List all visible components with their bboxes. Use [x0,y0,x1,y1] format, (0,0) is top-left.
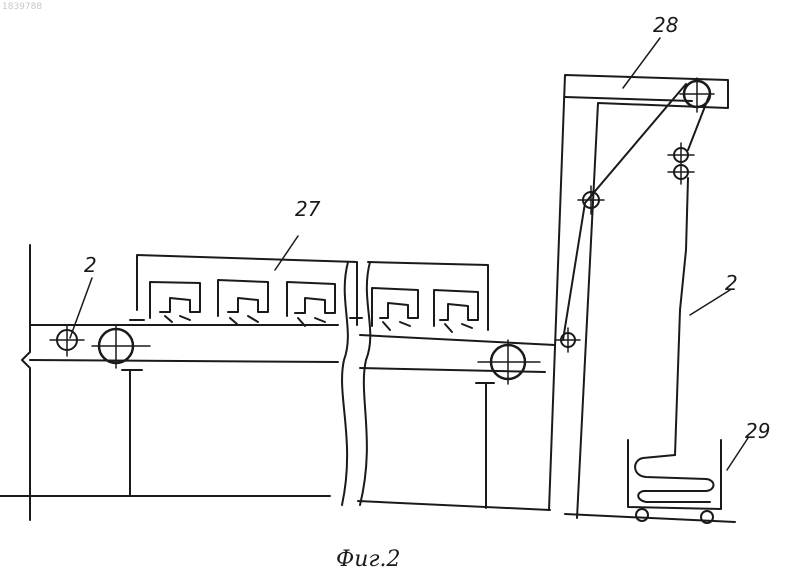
support-legs [122,370,494,508]
heater-unit-3 [287,282,335,326]
roller-small-left [50,325,84,356]
heater-unit-4 [372,288,418,330]
guide-roller-lower [668,165,694,184]
leader-lines [70,38,748,470]
cabinet-left [130,255,362,325]
strip-path [563,84,709,455]
conveyor-track [30,325,555,372]
folded-strip [635,455,713,502]
heater-unit-5 [434,290,478,332]
label-2-right: 2 [725,271,738,295]
label-29: 29 [745,419,770,443]
document-number: 1839788 [2,2,42,12]
label-2-left: 2 [84,253,97,277]
label-28: 28 [653,13,678,37]
heater-unit-2 [218,280,268,324]
floor-line [0,496,735,522]
roller-large-right [478,340,540,384]
roller-tower-base [555,328,580,352]
left-wall [22,245,30,520]
heater-unit-1 [150,282,200,322]
tower-mid-pulley [578,186,604,214]
bin-wheels [636,509,713,523]
figure-caption: Фиг.2 [336,547,401,572]
label-27: 27 [295,197,321,221]
